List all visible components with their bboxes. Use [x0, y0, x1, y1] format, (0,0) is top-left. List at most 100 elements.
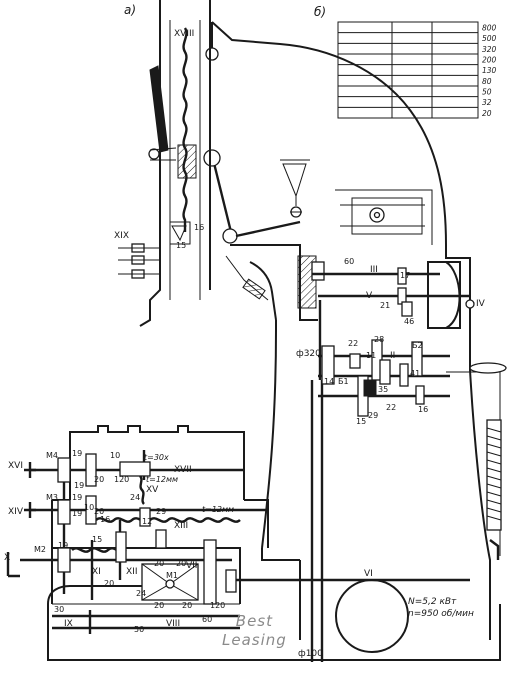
lead-xiii-label: t=12мм: [202, 505, 234, 514]
shaft-viii-label: VIII: [166, 619, 180, 629]
gear-label: 15: [92, 535, 102, 544]
gear-label: 120: [210, 601, 225, 610]
machine-column-outline: [47, 21, 501, 661]
shaft-vii-label: VII: [186, 561, 197, 571]
speed-value: 130: [482, 66, 497, 75]
gear-label: 41: [410, 369, 420, 378]
watermark-line2: Leasing: [222, 631, 287, 649]
speed-value: 500: [482, 34, 497, 43]
gear-label: 24: [130, 493, 140, 502]
spindle-speed-table: [337, 21, 479, 119]
shaft-v-label: V: [366, 291, 373, 301]
gear-label: 10: [84, 503, 94, 512]
gear-label: 11: [366, 351, 376, 360]
speed-value: 20: [482, 109, 492, 118]
gear-label: 60: [344, 257, 354, 266]
gear-label: 22: [348, 339, 358, 348]
shaft-labels: XVIII XIX III V IV II XVI XVII XV XIV XI…: [4, 29, 486, 629]
block-labels: Б2 Б1: [338, 341, 423, 386]
lead-screw-labels: t=30x t=12мм t=12мм: [144, 453, 234, 514]
clutch-m1-label: M1: [166, 571, 178, 580]
block-b2-label: Б2: [412, 341, 423, 350]
shaft-iii-label: III: [370, 265, 378, 275]
gear-label: 46: [404, 317, 414, 326]
gear-label: 20: [94, 507, 104, 516]
shaft-xi-label: XI: [92, 567, 101, 577]
shaft-xix-label: XIX: [114, 231, 129, 241]
shaft-xiii-label: XIII: [174, 521, 188, 531]
head-gearbox: [297, 255, 507, 662]
gear-label: 24: [136, 589, 146, 598]
motor-spec: N=5,2 кВт n=950 об/мин: [408, 597, 474, 619]
lead-xvii-label: t=30x: [144, 453, 169, 462]
gear-tooth-labels: 16 15 60 17 21 46 22 28 11 14 35 41 22 1…: [54, 223, 428, 634]
gear-label: 19: [72, 449, 82, 458]
gear-label: 35: [378, 385, 388, 394]
shaft-xvii-label: XVII: [174, 465, 192, 475]
gear-label: 16: [100, 515, 110, 524]
shaft-ix-label: IX: [64, 619, 73, 629]
gear-label: 19: [58, 541, 68, 550]
gear-label: 22: [386, 403, 396, 412]
speed-value: 320: [482, 45, 497, 54]
panel-b-label: б): [314, 5, 326, 19]
spindle-sleeve: [118, 0, 269, 327]
watermark: Best Leasing: [222, 612, 287, 650]
speed-value: 80: [482, 77, 492, 86]
speed-value: 32: [482, 98, 492, 107]
speed-value: 800: [482, 24, 497, 33]
shaft-xii-label: XII: [126, 567, 137, 577]
gear-label: 15: [356, 417, 366, 426]
feed-gearbox: [6, 425, 470, 634]
gear-label: 28: [374, 335, 384, 344]
gear-label: 17: [400, 271, 410, 280]
gear-label: 30: [54, 605, 64, 614]
gear-label: 20: [94, 475, 104, 484]
gear-label: 12: [142, 517, 152, 526]
gear-label: 20: [154, 601, 164, 610]
shaft-xvi-label: XVI: [8, 461, 23, 471]
gear-label: 16: [194, 223, 204, 232]
clutch-m3-label: M3: [46, 493, 58, 502]
gear-label: 19: [74, 481, 84, 490]
shaft-xiv-label: XIV: [8, 507, 24, 517]
gear-label: 21: [380, 301, 390, 310]
speed-value: 200: [482, 56, 497, 65]
watermark-line1: Best: [235, 612, 273, 630]
gear-label: 16: [418, 405, 428, 414]
clutch-m2-label: M2: [34, 545, 46, 554]
gear-label: 120: [114, 475, 129, 484]
gear-label: 29: [156, 507, 166, 516]
panel-labels: а) б): [124, 3, 326, 19]
gear-label: 20: [176, 559, 186, 568]
gear-label: 15: [176, 241, 186, 250]
pulley-diameter-label: ф320: [296, 349, 321, 359]
speed-value: 50: [482, 88, 492, 97]
spindle-lever-linkage: [203, 47, 310, 244]
gear-label: 20: [104, 579, 114, 588]
gear-label: 10: [110, 451, 120, 460]
gear-label: 50: [134, 625, 144, 634]
gear-label: 14: [324, 377, 334, 386]
gear-label: 19: [72, 493, 82, 502]
shaft-vi-label: VI: [364, 569, 373, 579]
gear-label: 29: [368, 411, 378, 420]
panel-a-label: а): [124, 3, 136, 17]
shaft-iv-label: IV: [476, 299, 486, 309]
shaft-ii-label: II: [390, 351, 395, 361]
electric-motor: [335, 579, 409, 653]
gear-label: 20: [154, 559, 164, 568]
shaft-xv-label: XV: [146, 485, 159, 495]
motor-speed: n=950 об/мин: [408, 609, 474, 619]
shaft-x-label: X: [4, 553, 10, 563]
gear-label: 60: [202, 615, 212, 624]
clutch-m4-label: M4: [46, 451, 58, 460]
lead-xv-label: t=12мм: [146, 475, 178, 484]
block-b1-label: Б1: [338, 377, 349, 386]
clutch-labels: M4 M3 M2 M1: [34, 451, 178, 580]
shaft-xviii-label: XVIII: [174, 29, 194, 39]
gear-label: 19: [72, 509, 82, 518]
motor-power: N=5,2 кВт: [408, 597, 457, 607]
